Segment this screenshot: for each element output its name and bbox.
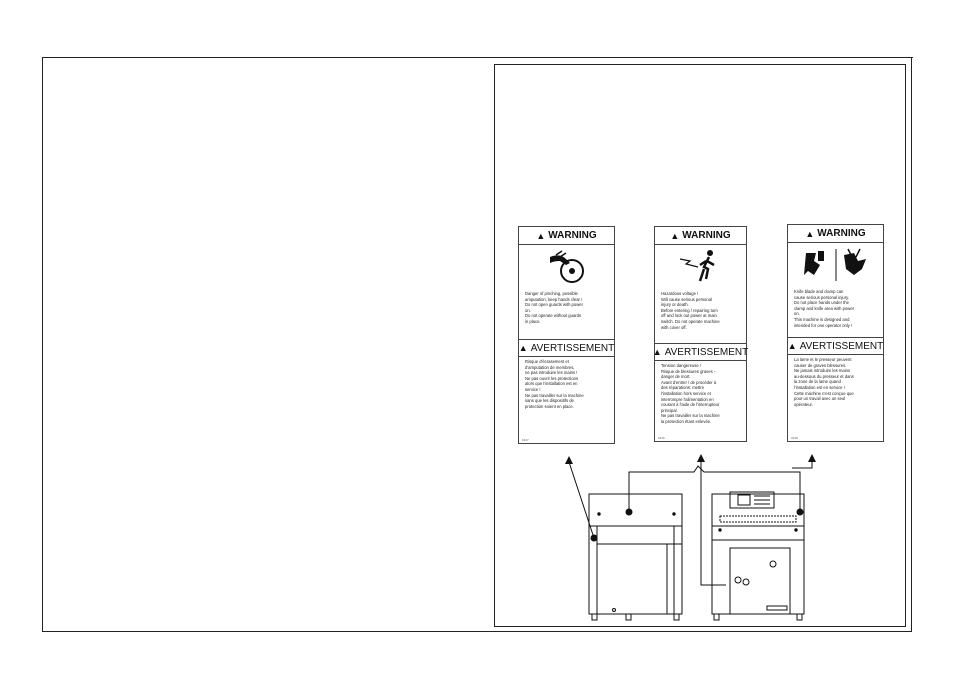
label-code: 0347 [522, 438, 529, 442]
avertissement-header: ▲ AVERTISSEMENT [519, 339, 614, 357]
avertissement-header-text: AVERTISSEMENT [799, 340, 884, 352]
warning-text-en: Hazardous voltage ! Will cause serious p… [661, 291, 720, 330]
label-position-marker [796, 508, 804, 516]
machine-drawing [565, 454, 816, 621]
warning-text-fr: Tension dangereuse ! Risque de blessures… [661, 363, 720, 424]
label-position-marker [590, 534, 598, 542]
electric-shock-icon [655, 245, 746, 289]
label-code: 0348 [791, 436, 798, 440]
warning-text-en: Danger of pinching, possible amputation,… [525, 291, 583, 324]
warning-header: ▲ WARNING [519, 227, 614, 245]
figure-panel [494, 64, 906, 627]
warning-triangle-icon: ▲ [518, 343, 528, 353]
machine-front-view [711, 491, 805, 621]
label-position-marker [625, 508, 633, 516]
warning-header: ▲ WARNING [655, 227, 746, 245]
page-frame [42, 57, 912, 632]
warning-triangle-icon: ▲ [787, 341, 797, 351]
leader-arrow [697, 454, 705, 462]
leader-lines [568, 460, 813, 586]
warning-text-en: Knife blade and clamp can cause serious … [794, 289, 855, 328]
warning-header-text: WARNING [817, 228, 866, 239]
machine-side-view [588, 493, 683, 621]
warning-header-text: WARNING [548, 230, 597, 241]
warning-header: ▲ WARNING [788, 225, 883, 243]
avertissement-header-text: AVERTISSEMENT [530, 342, 615, 354]
top-rule [42, 57, 913, 58]
warning-label-pinch: ▲ WARNING Danger of pinching, possible a… [518, 226, 615, 444]
warning-triangle-icon: ▲ [805, 228, 815, 239]
warning-label-blade: ▲ WARNING Knife blade and clamp can caus… [787, 224, 884, 442]
avertissement-header-text: AVERTISSEMENT [664, 346, 749, 358]
label-code: 0346 [658, 436, 665, 440]
warning-text-fr: La lame et le presseur peuvent causer de… [794, 357, 854, 407]
warning-triangle-icon: ▲ [536, 230, 546, 241]
warning-triangle-icon: ▲ [670, 230, 680, 241]
leader-arrow [565, 456, 573, 464]
warning-text-fr: Risque d'écrasement et d'amputation de m… [525, 359, 584, 409]
warning-label-voltage: ▲ WARNING Hazardous voltage ! Will cause… [652, 226, 749, 442]
leader-arrow [808, 454, 816, 462]
pinch-hazard-icon [519, 245, 614, 289]
blade-clamp-hazard-icon [788, 243, 883, 287]
warning-header-text: WARNING [682, 230, 731, 241]
avertissement-header: ▲ AVERTISSEMENT [652, 343, 749, 361]
warning-triangle-icon: ▲ [652, 347, 662, 357]
avertissement-header: ▲ AVERTISSEMENT [788, 337, 883, 355]
